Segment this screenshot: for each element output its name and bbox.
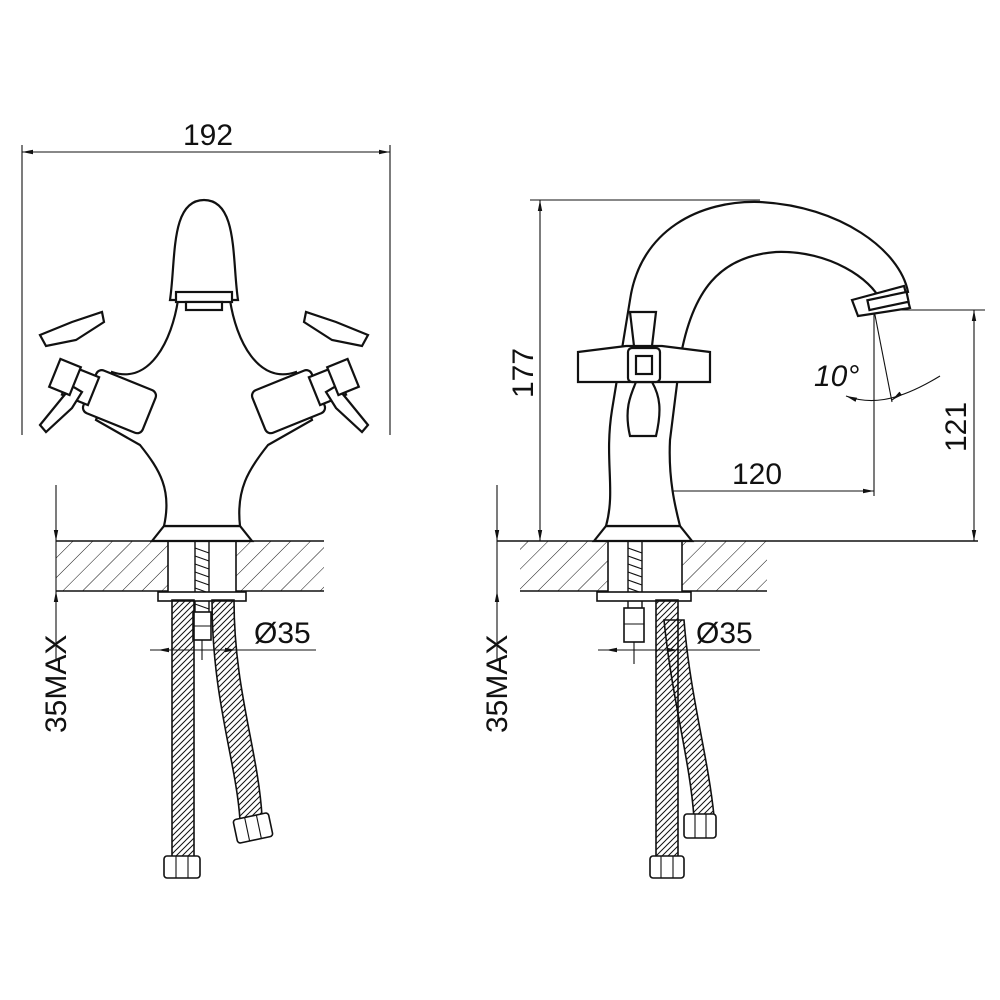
- diameter-label-front: Ø35: [254, 617, 311, 650]
- supply-hoses-side: [649, 599, 717, 879]
- mounting-rod-side: [596, 540, 692, 664]
- width-dimension: 192: [21, 119, 391, 435]
- front-view: 192: [21, 119, 391, 879]
- spout-height-label: 121: [940, 402, 973, 452]
- diameter-dimension-front: Ø35: [150, 617, 316, 653]
- supply-hoses-front: [163, 599, 274, 879]
- max-thickness-label-side: 35MAX: [481, 635, 514, 733]
- height-label: 177: [507, 348, 540, 398]
- max-thickness-label-front: 35MAX: [40, 635, 73, 733]
- countertop-front: [56, 538, 324, 594]
- faucet-body-side: [576, 200, 912, 543]
- reach-label: 120: [732, 458, 782, 491]
- max-thickness-dimension-side: 35MAX: [481, 485, 514, 733]
- countertop-side: [497, 538, 978, 594]
- max-thickness-dimension-front: 35MAX: [40, 485, 73, 733]
- width-dimension-label: 192: [183, 119, 233, 152]
- mounting-rod-front: [157, 540, 247, 660]
- diameter-label-side: Ø35: [696, 617, 753, 650]
- angle-dimension: 10°: [814, 309, 941, 403]
- side-view: 177 121 120 10°: [481, 199, 985, 879]
- angle-label: 10°: [814, 360, 859, 393]
- faucet-body-front: [38, 198, 370, 543]
- diameter-dimension-side: Ø35: [598, 617, 760, 653]
- height-dimension: 177: [507, 199, 760, 541]
- spout-height-dimension: 121: [872, 309, 985, 541]
